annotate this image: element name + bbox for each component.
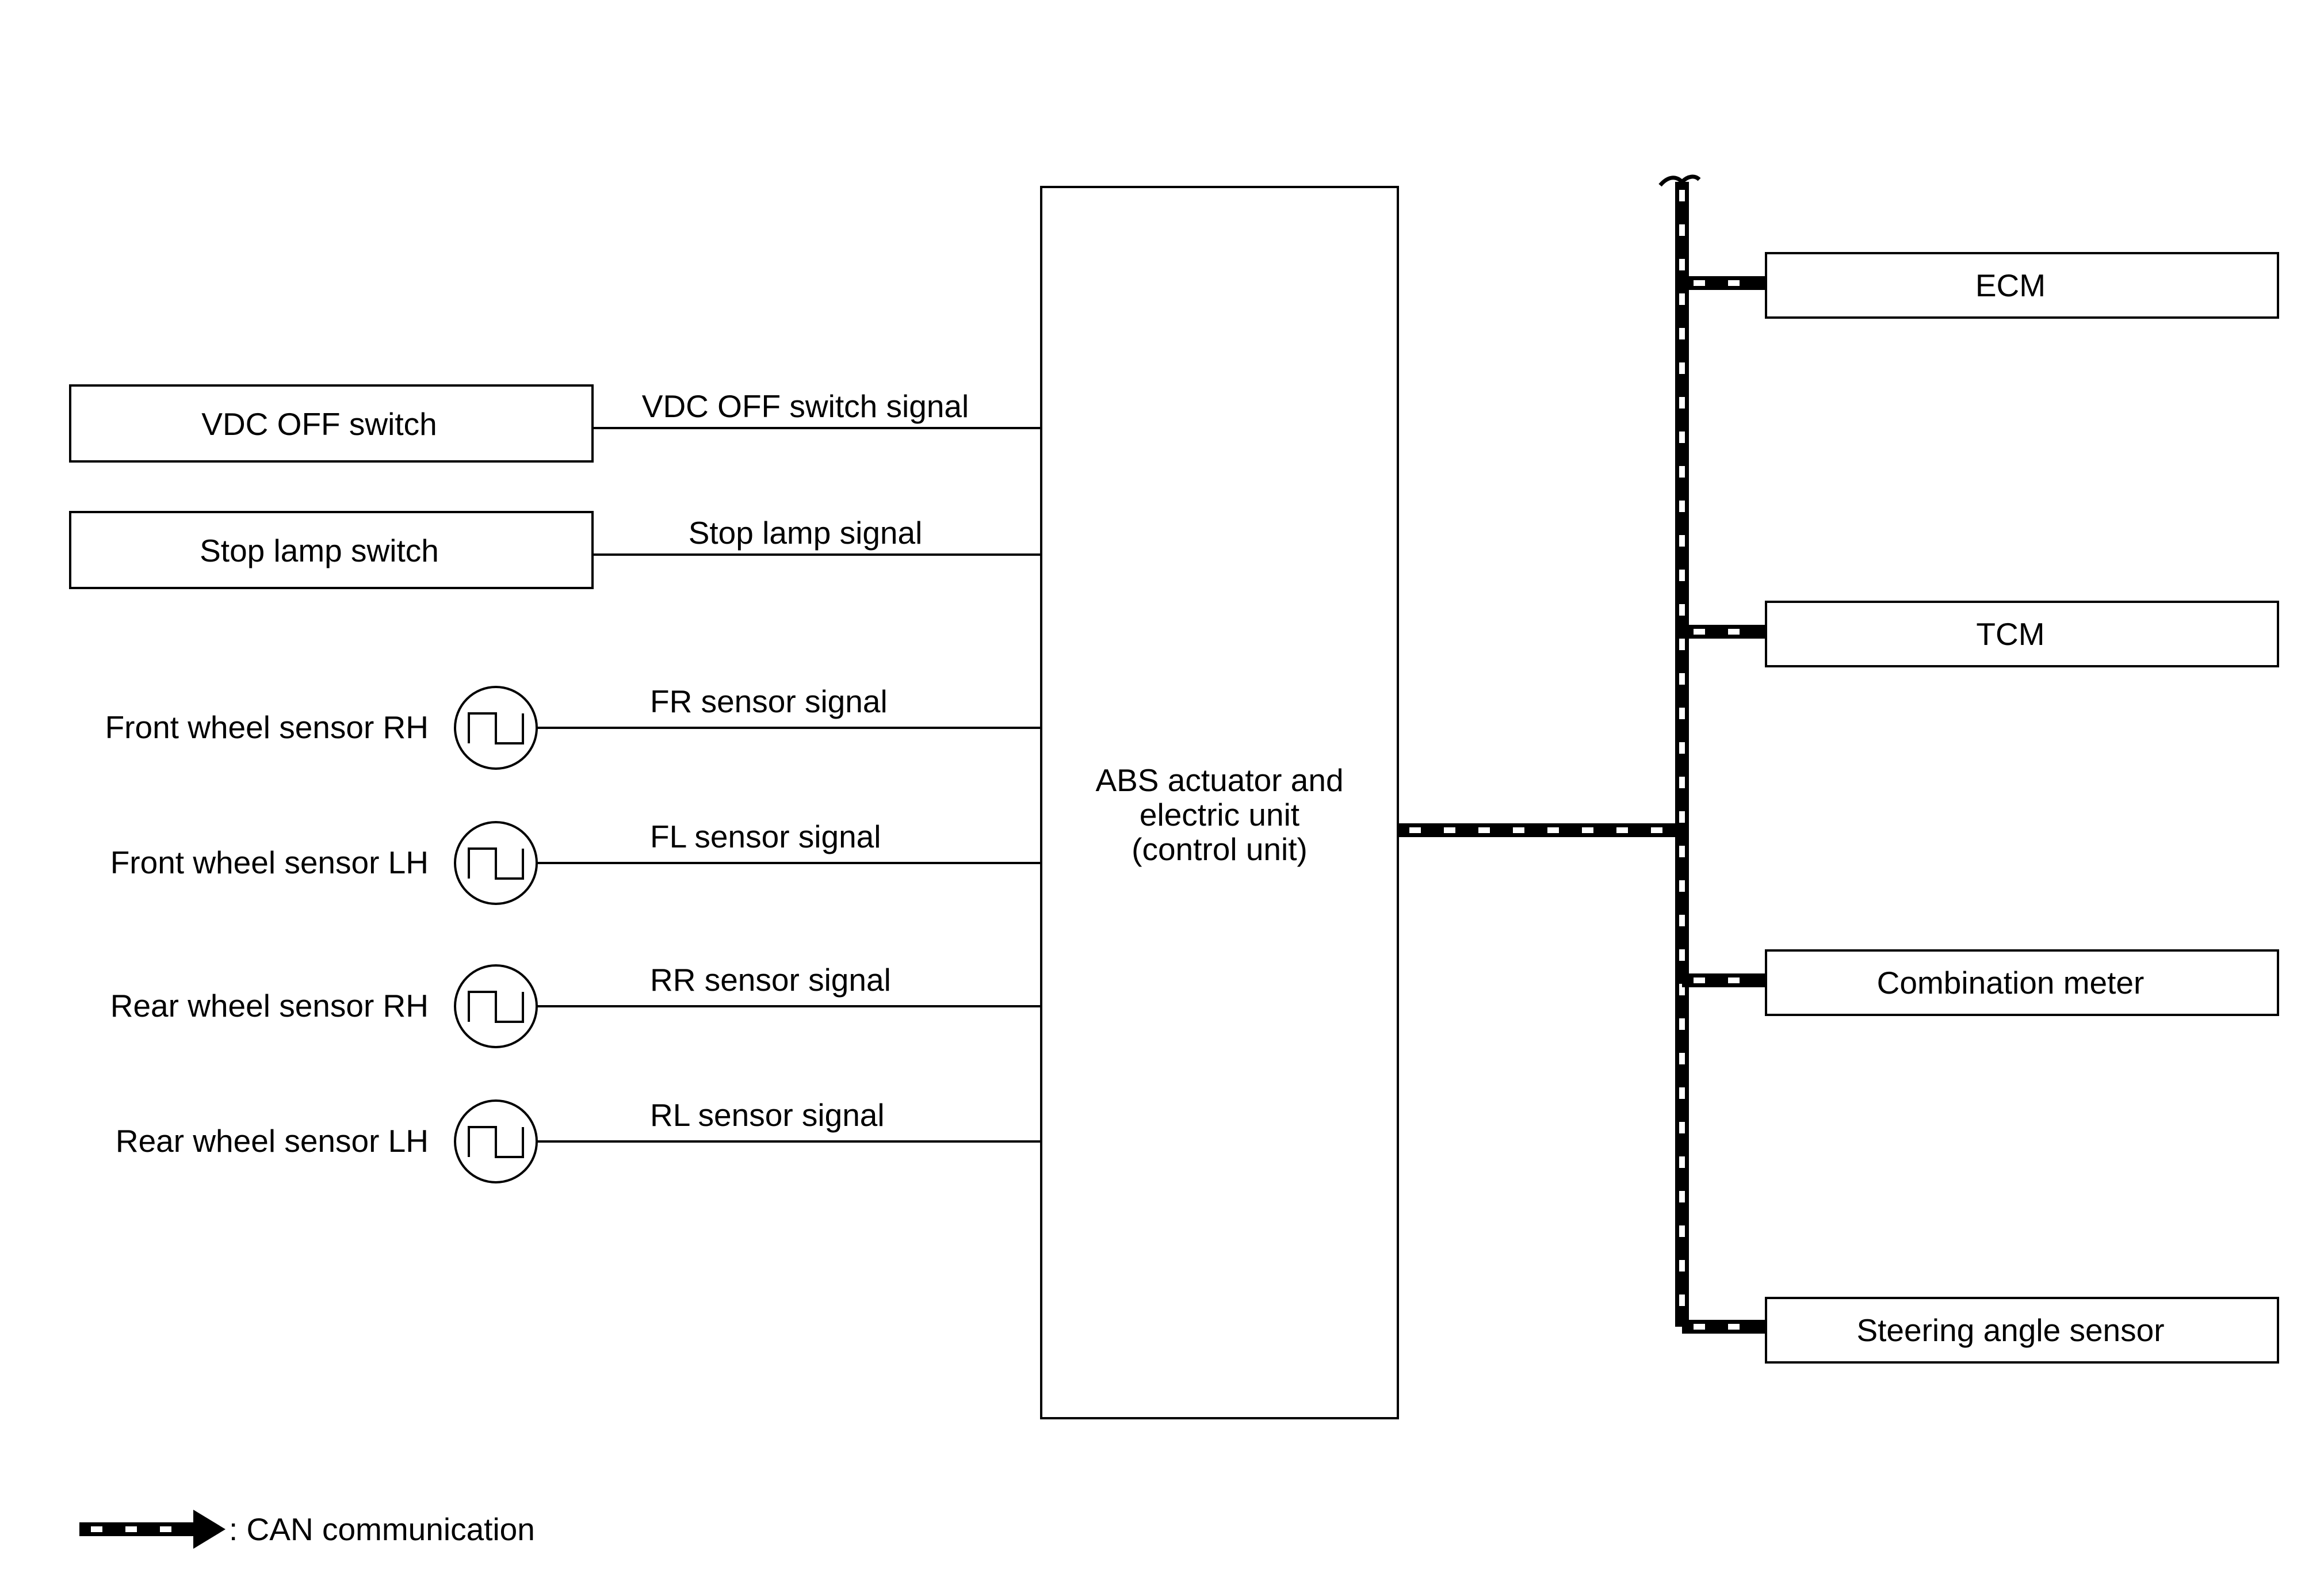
combination-meter-box: [1765, 949, 2279, 1016]
front-wheel-sensor-lh-label: Front wheel sensor LH: [110, 845, 429, 880]
front-wheel-sensor-lh: Front wheel sensor LH FL sensor signal: [110, 819, 1041, 905]
control-unit-label-line-1: ABS actuator and: [1095, 762, 1343, 798]
rl-sensor-signal-label: RL sensor signal: [650, 1097, 885, 1133]
stop-lamp-signal-label: Stop lamp signal: [689, 515, 923, 551]
rr-sensor-signal-label: RR sensor signal: [650, 962, 891, 998]
steering-angle-sensor-label: Steering angle sensor: [1856, 1312, 2164, 1348]
arrow-right-icon: [193, 1510, 225, 1549]
control-unit-box: [1040, 186, 1399, 1419]
tcm-label: TCM: [1976, 616, 2044, 652]
stop-lamp-switch-box: [69, 511, 594, 589]
rear-wheel-sensor-lh: Rear wheel sensor LH RL sensor signal: [116, 1097, 1041, 1183]
fl-sensor-signal-label: FL sensor signal: [650, 819, 881, 854]
can-node-tcm: TCM: [1765, 601, 2279, 667]
steering-angle-sensor-box: [1765, 1297, 2279, 1364]
stop-lamp-switch-label: Stop lamp switch: [200, 533, 439, 568]
front-wheel-sensor-rh-label: Front wheel sensor RH: [105, 709, 429, 745]
vdc-off-switch-label: VDC OFF switch: [201, 406, 437, 442]
can-node-steering-angle-sensor: Steering angle sensor: [1765, 1297, 2279, 1364]
can-node-ecm: ECM: [1765, 252, 2279, 319]
rear-wheel-sensor-rh-label: Rear wheel sensor RH: [110, 988, 429, 1024]
combination-meter-label: Combination meter: [1877, 965, 2145, 1001]
vdc-off-switch: VDC OFF switch VDC OFF switch signal: [69, 384, 1041, 463]
legend: : CAN communication: [79, 1510, 535, 1549]
ecm-label: ECM: [1975, 268, 2046, 303]
stop-lamp-switch: Stop lamp switch Stop lamp signal: [69, 511, 1041, 589]
pulse-wave-icon: [468, 712, 524, 744]
control-unit: ABS actuator and electric unit (control …: [1040, 186, 1399, 1419]
pulse-wave-icon: [468, 847, 524, 880]
vdc-off-switch-box: [69, 384, 594, 463]
rear-wheel-sensor-lh-label: Rear wheel sensor LH: [116, 1123, 429, 1159]
ecm-box: [1765, 252, 2279, 319]
pulse-wave-icon: [468, 1126, 524, 1158]
can-bus: [1398, 174, 1766, 1334]
rear-wheel-sensor-rh: Rear wheel sensor RH RR sensor signal: [110, 962, 1041, 1048]
pulse-wave-icon: [468, 991, 524, 1023]
control-unit-label-line-3: (control unit): [1132, 831, 1308, 867]
fr-sensor-signal-label: FR sensor signal: [650, 684, 888, 719]
legend-label: : CAN communication: [229, 1511, 535, 1547]
front-wheel-sensor-rh: Front wheel sensor RH FR sensor signal: [105, 684, 1041, 770]
control-unit-label-line-2: electric unit: [1140, 797, 1299, 833]
vdc-off-switch-signal-label: VDC OFF switch signal: [642, 388, 969, 424]
tcm-box: [1765, 601, 2279, 667]
can-node-combination-meter: Combination meter: [1765, 949, 2279, 1016]
